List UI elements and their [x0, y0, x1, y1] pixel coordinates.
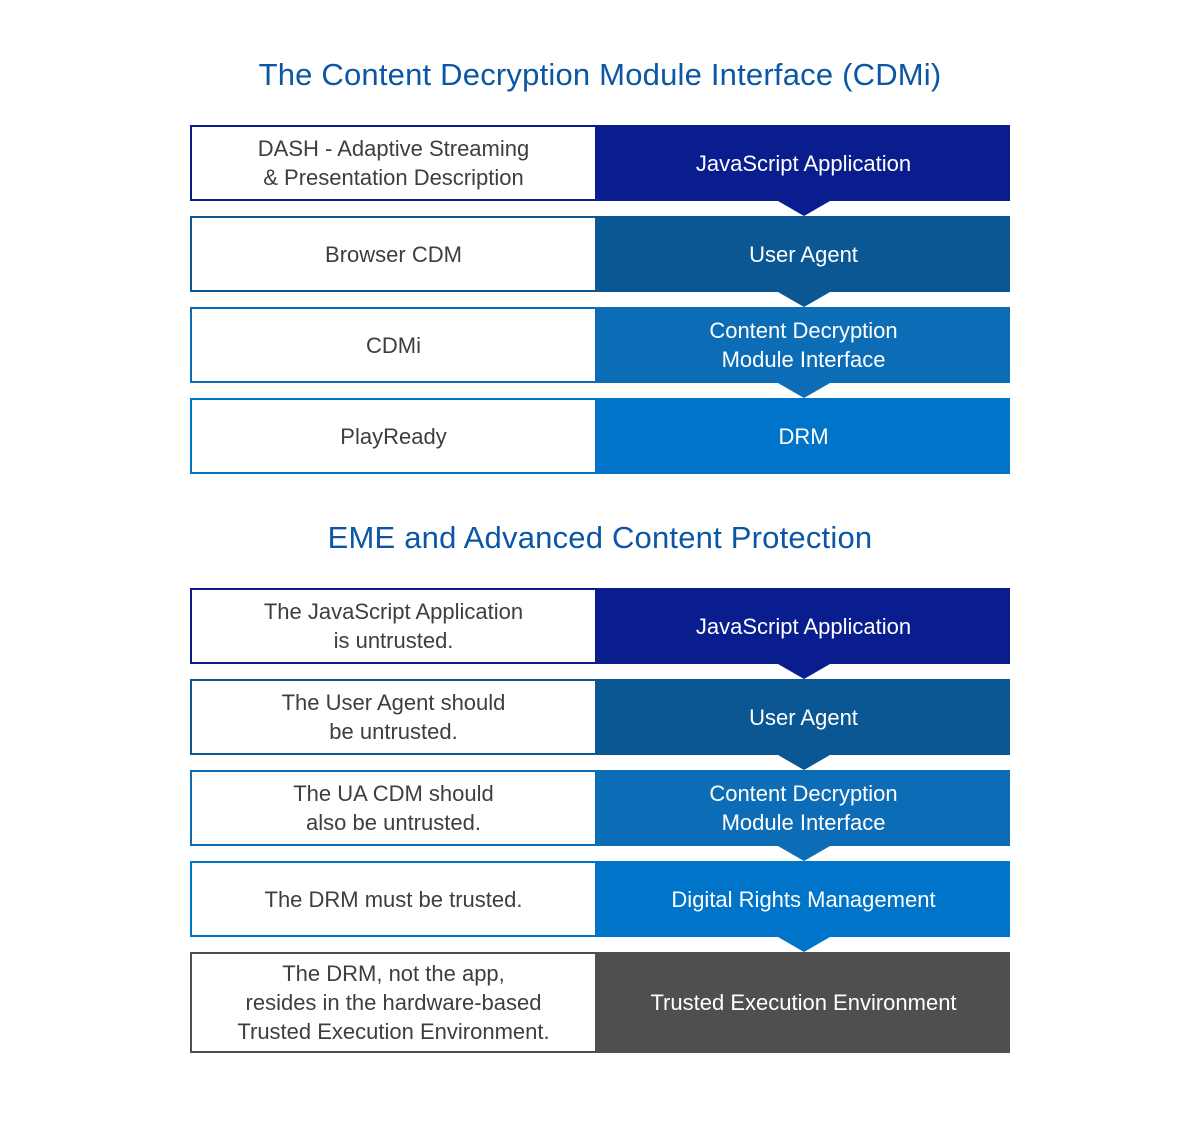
left-label-box: DASH - Adaptive Streaming & Presentation …	[190, 125, 597, 201]
left-label-line: Trusted Execution Environment.	[237, 1019, 550, 1044]
left-label-box: PlayReady	[190, 398, 597, 474]
right-stage-line: Content Decryption	[709, 781, 898, 806]
left-label-line: & Presentation Description	[263, 165, 524, 190]
right-stage-box: JavaScript Application	[597, 125, 1010, 216]
section-0: The Content Decryption Module Interface …	[190, 56, 1010, 474]
left-label-line: The User Agent should	[281, 690, 506, 715]
right-stage-line: User Agent	[749, 704, 858, 730]
left-label-line: Browser CDM	[325, 241, 462, 267]
flow-row: The UA CDM should also be untrusted. Conte…	[190, 770, 1010, 861]
flow-row: The DRM must be trusted. Digital Rights M…	[190, 861, 1010, 952]
flow-row: Browser CDM User Agent	[190, 216, 1010, 307]
left-label-box: The DRM must be trusted.	[190, 861, 597, 937]
right-stage-line: Trusted Execution Environment	[650, 990, 957, 1015]
right-stage-box: Digital Rights Management	[597, 861, 1010, 952]
left-label-box: The DRM, not the app, resides in the hard…	[190, 952, 597, 1053]
flow-row: DASH - Adaptive Streaming & Presentation …	[190, 125, 1010, 216]
flow-row: The User Agent should be untrusted. User A…	[190, 679, 1010, 770]
right-stage-box: Trusted Execution Environment	[597, 952, 1010, 1053]
flow-row: The DRM, not the app, resides in the hard…	[190, 952, 1010, 1053]
left-label-box: Browser CDM	[190, 216, 597, 292]
flow-arrow-down-icon	[777, 201, 830, 216]
right-stage-line: DRM	[778, 423, 829, 449]
right-stage-box: User Agent	[597, 679, 1010, 770]
left-label-box: The JavaScript Application is untrusted.	[190, 588, 597, 664]
left-label-line: resides in the hardware-based	[245, 990, 542, 1015]
section-title: EME and Advanced Content Protection	[327, 520, 873, 555]
left-label-line: be untrusted.	[329, 719, 458, 744]
right-stage-box: DRM	[597, 398, 1010, 474]
left-label-line: also be untrusted.	[306, 810, 481, 835]
left-label-line: is untrusted.	[333, 628, 454, 653]
left-label-line: The JavaScript Application	[263, 599, 524, 624]
right-stage-line: Module Interface	[721, 810, 886, 835]
right-stage-box: User Agent	[597, 216, 1010, 307]
left-label-line: The DRM must be trusted.	[264, 886, 523, 912]
flow-arrow-down-icon	[777, 383, 830, 398]
right-stage-line: Digital Rights Management	[671, 886, 936, 912]
left-label-box: CDMi	[190, 307, 597, 383]
right-stage-line: JavaScript Application	[695, 150, 912, 176]
left-label-line: DASH - Adaptive Streaming	[257, 136, 530, 161]
left-label-line: The UA CDM should	[293, 781, 494, 806]
right-stage-line: JavaScript Application	[695, 613, 912, 639]
section-title: The Content Decryption Module Interface …	[258, 57, 942, 92]
left-label-line: PlayReady	[340, 423, 447, 449]
flow-arrow-down-icon	[777, 937, 830, 952]
flow-arrow-down-icon	[777, 664, 830, 679]
left-label-line: CDMi	[366, 332, 421, 358]
flow-row: The JavaScript Application is untrusted. J…	[190, 588, 1010, 679]
left-label-box: The UA CDM should also be untrusted.	[190, 770, 597, 846]
right-stage-box: JavaScript Application	[597, 588, 1010, 679]
right-stage-line: Module Interface	[721, 347, 886, 372]
flow-row: PlayReady DRM	[190, 398, 1010, 474]
flow-arrow-down-icon	[777, 292, 830, 307]
cdmi-eme-flow-diagram: The Content Decryption Module Interface …	[190, 0, 1010, 1053]
flow-arrow-down-icon	[777, 755, 830, 770]
left-label-box: The User Agent should be untrusted.	[190, 679, 597, 755]
left-label-line: The DRM, not the app,	[282, 961, 505, 986]
right-stage-line: Content Decryption	[709, 318, 898, 343]
flow-arrow-down-icon	[777, 846, 830, 861]
right-stage-line: User Agent	[749, 241, 858, 267]
